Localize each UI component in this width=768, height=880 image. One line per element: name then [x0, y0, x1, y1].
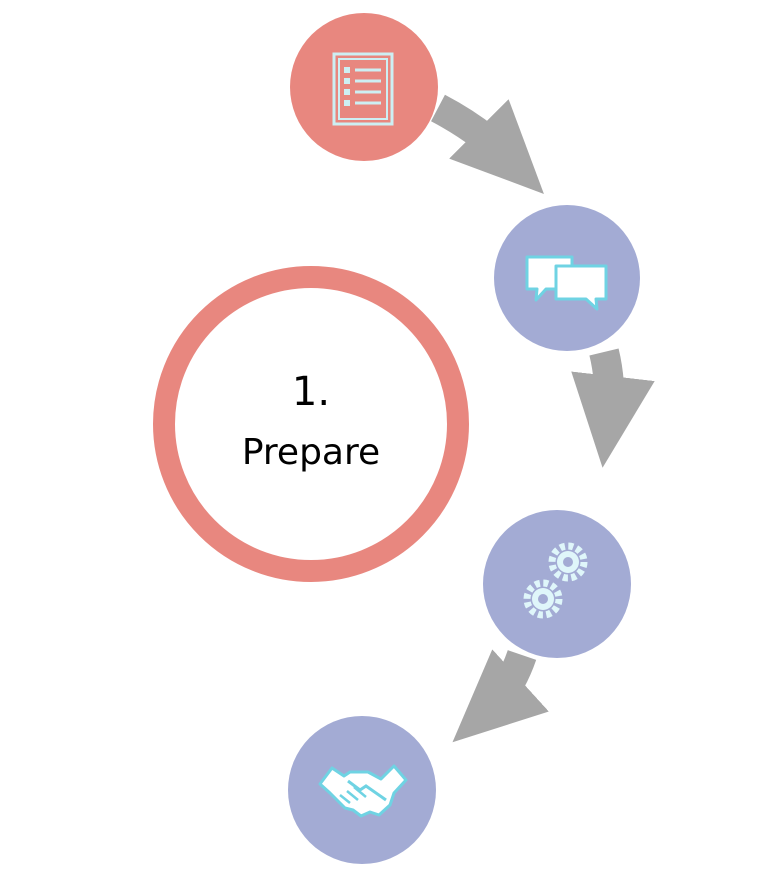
arrow-step3-to-step4: [452, 649, 549, 743]
step-node-3[interactable]: [483, 510, 631, 658]
current-step-number: 1.: [291, 369, 331, 415]
arrow-step1-to-step2: [430, 94, 544, 194]
gears-icon: [523, 542, 588, 619]
step-node-2[interactable]: [494, 205, 640, 351]
step-node-1[interactable]: [290, 13, 438, 161]
current-step-ring: [153, 266, 469, 582]
arrow-step2-to-step3: [571, 348, 655, 468]
checklist-icon: [332, 52, 394, 126]
handshake-icon: [318, 764, 408, 818]
step-node-4[interactable]: [288, 716, 436, 864]
current-step-label: Prepare: [241, 432, 381, 473]
speech-bubbles-icon: [525, 255, 608, 311]
